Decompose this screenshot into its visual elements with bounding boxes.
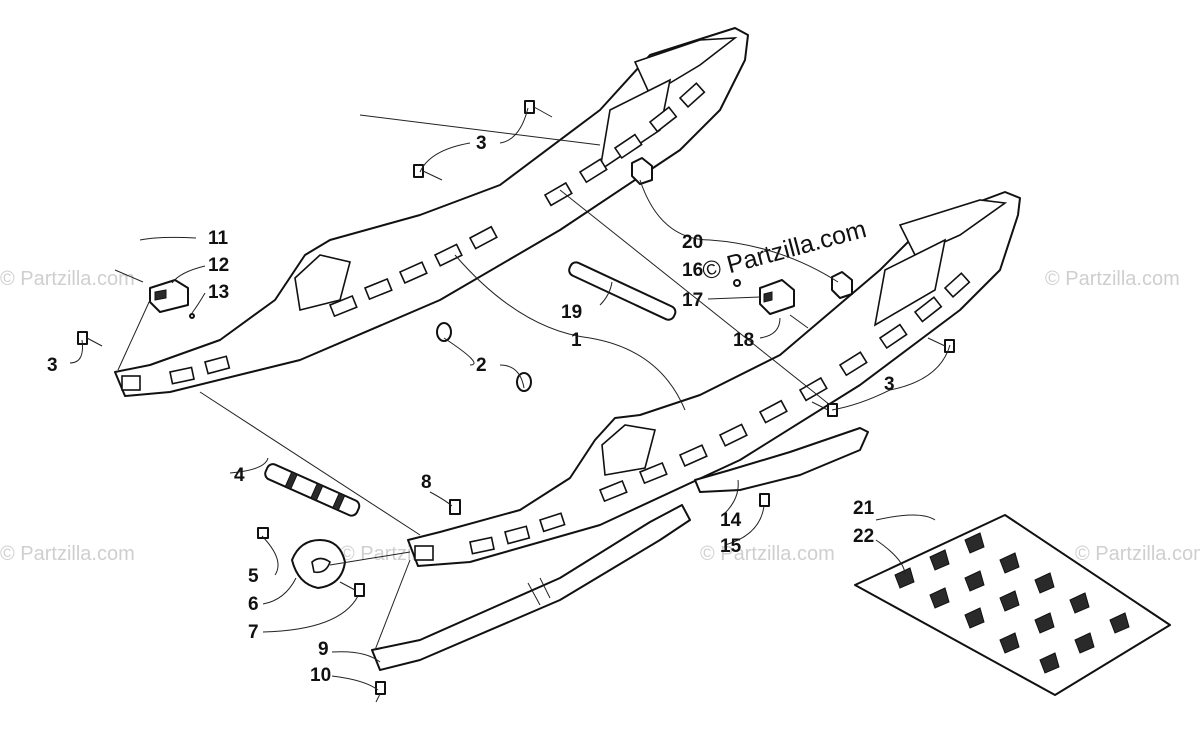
washer-icon: [436, 322, 452, 342]
callout-3-left: 3: [47, 355, 58, 376]
wheel-cap-icon: [291, 539, 346, 589]
scraper-strip-icon: [694, 427, 869, 493]
track-lugs: [894, 532, 1130, 674]
bolt-icon: [927, 337, 955, 353]
rail-right-icon: [407, 191, 1021, 567]
watermark-right-lower: © Partzilla.com: [1075, 543, 1200, 565]
bumper-block-left-icon: [149, 279, 189, 313]
track-segment-icon: [854, 514, 1171, 696]
rail-left-end-socket: [121, 375, 141, 391]
bolt-icon: [114, 269, 195, 319]
axle-icon: [264, 463, 361, 517]
watermark-left-lower: © Partzilla.com: [0, 543, 135, 565]
callout-3-upper: 3: [476, 133, 487, 154]
bolt-icon: [733, 279, 809, 329]
watermark-left-upper: © Partzilla.com: [0, 268, 135, 290]
callout-2: 2: [476, 355, 487, 376]
callout-5: 5: [248, 566, 259, 587]
callout-20: 20: [682, 232, 703, 253]
watermark-right-upper: © Partzilla.com: [1045, 268, 1180, 290]
callout-12: 12: [208, 255, 229, 276]
bolt-icon: [339, 581, 365, 597]
callout-14: 14: [720, 510, 742, 531]
callout-21: 21: [853, 498, 875, 519]
callout-16: 16: [682, 260, 703, 281]
bushings: [631, 157, 853, 299]
callout-9: 9: [318, 639, 329, 660]
watermark-center-right: © Partzilla.com: [700, 543, 835, 565]
callout-8: 8: [421, 472, 432, 493]
callout-22: 22: [853, 526, 874, 547]
bolt-icon: [77, 331, 103, 347]
bolt-icon: [759, 493, 770, 507]
bolt-icon: [375, 681, 386, 703]
callout-17: 17: [682, 290, 703, 311]
spacer-shaft-icon: [568, 261, 677, 321]
washers: [436, 322, 532, 392]
callout-1: 1: [571, 330, 582, 351]
wear-strip-icon: [371, 504, 691, 671]
bolt-icon: [524, 100, 553, 118]
callout-4: 4: [234, 465, 245, 486]
washer-icon: [516, 372, 532, 392]
faint-watermarks: © Partzilla.com © Partzilla.com © Partzi…: [0, 268, 1200, 565]
callout-15: 15: [720, 536, 742, 557]
callout-11: 11: [208, 228, 229, 249]
rail-left-icon: [114, 27, 749, 397]
callout-19: 19: [561, 302, 582, 323]
bushing-icon: [631, 157, 653, 185]
callout-7: 7: [248, 622, 259, 643]
callout-18: 18: [733, 330, 754, 351]
bushing-icon: [831, 271, 853, 299]
callout-10: 10: [310, 665, 331, 686]
bolt-icon: [449, 499, 461, 515]
bumper-block-right-icon: [759, 279, 795, 315]
callout-numbers: 1 2 3 3 3 4 5 6 7 8 9 10 11 12 13 14 15 …: [47, 133, 895, 686]
callout-3-right: 3: [884, 374, 895, 395]
rail-right-end-socket: [414, 545, 434, 561]
callout-6: 6: [248, 594, 259, 615]
bolt-icon: [257, 527, 269, 539]
bolt-icon: [413, 164, 443, 181]
rail-right-windows: [469, 272, 971, 555]
callout-13: 13: [208, 282, 229, 303]
leader-lines: [69, 107, 951, 691]
rail-left-windows: [169, 82, 706, 385]
